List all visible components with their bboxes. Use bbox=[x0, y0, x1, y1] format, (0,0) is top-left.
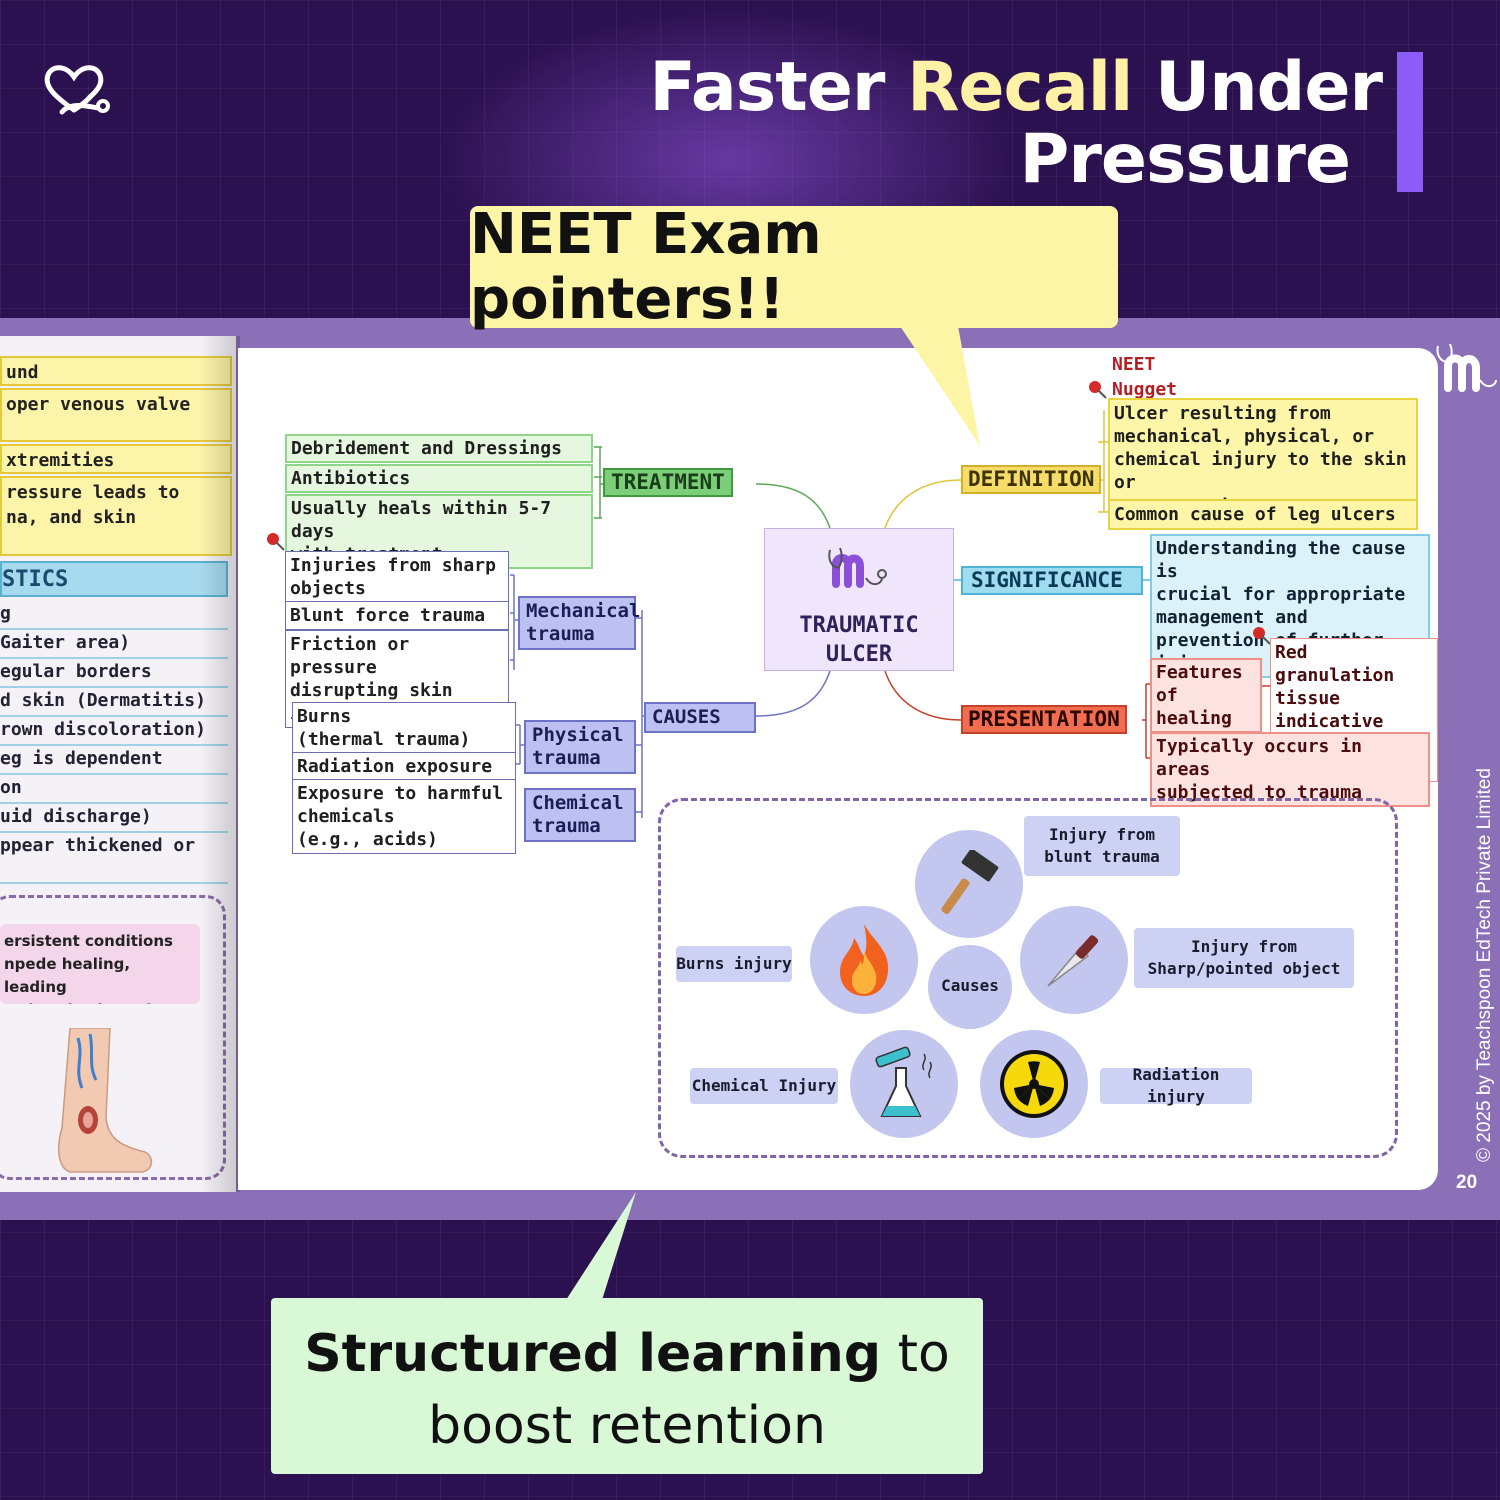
headline-part2: Under bbox=[1132, 48, 1383, 127]
hammer-icon bbox=[941, 850, 999, 915]
physical-trauma-node: Physical trauma bbox=[524, 720, 636, 774]
knife-icon bbox=[1047, 935, 1099, 987]
presentation-areas: Typically occurs in areas subjected to t… bbox=[1150, 732, 1430, 807]
left-blue-row: uid discharge) bbox=[0, 803, 228, 833]
causes-center-circle bbox=[928, 945, 1012, 1029]
fire-icon bbox=[840, 924, 889, 996]
mechanical-item: Blunt force trauma bbox=[285, 601, 509, 630]
headline-highlight: Recall bbox=[907, 48, 1133, 127]
definition-item: Common cause of leg ulcers bbox=[1108, 499, 1418, 530]
pushpin-icon bbox=[1253, 627, 1271, 645]
left-pink-note: ersistent conditions npede healing, lead… bbox=[0, 924, 200, 1004]
left-yellow-row: ressure leads to na, and skin bbox=[0, 476, 232, 556]
definition-node: DEFINITION bbox=[961, 465, 1102, 494]
left-blue-row: egular borders bbox=[0, 658, 228, 688]
copyright-notice: © 2025 by Teachspoon EdTech Private Limi… bbox=[1474, 768, 1495, 1162]
pushpin-icon bbox=[1089, 381, 1107, 399]
left-blue-header: STICS bbox=[0, 561, 228, 597]
mechanical-item: Injuries from sharp objects bbox=[285, 551, 509, 603]
structured-line1: Structured learning to bbox=[271, 1318, 983, 1390]
left-blue-row: on bbox=[0, 774, 228, 804]
sharp-object-label: Injury from Sharp/pointed object bbox=[1134, 928, 1354, 988]
radiation-injury-label: Radiation injury bbox=[1100, 1065, 1252, 1106]
flask-icon bbox=[875, 1046, 932, 1117]
structured-learning-callout: Structured learning to boost retention bbox=[271, 1298, 983, 1474]
burns-injury-label: Burns injury bbox=[676, 946, 792, 982]
pushpin-icon bbox=[267, 533, 285, 551]
structured-rest: to bbox=[881, 1324, 950, 1384]
headline-part1: Faster bbox=[649, 48, 908, 127]
presentation-features: Features of healing bbox=[1150, 658, 1262, 733]
left-blue-row: g bbox=[0, 600, 228, 630]
headline-line2: Pressure bbox=[1019, 120, 1351, 199]
left-yellow-row: und bbox=[0, 356, 232, 386]
marrow-m-logo bbox=[828, 547, 887, 588]
left-blue-row: rown discoloration) bbox=[0, 716, 228, 746]
page-spine-shadow bbox=[200, 336, 240, 1192]
mechanical-trauma-node: Mechanical trauma bbox=[518, 596, 640, 650]
radiation-icon bbox=[1000, 1050, 1068, 1118]
headline-line1: Faster Recall Under bbox=[649, 52, 1383, 124]
left-dashed-panel bbox=[0, 895, 226, 1180]
left-blue-row: ppear thickened or bbox=[0, 832, 228, 884]
treatment-node: TREATMENT bbox=[603, 468, 733, 497]
left-blue-row: d skin (Dermatitis) bbox=[0, 687, 228, 717]
left-yellow-row: xtremities bbox=[0, 444, 232, 474]
headline: Faster Recall Under Pressure bbox=[649, 52, 1383, 199]
accent-bar bbox=[1397, 52, 1423, 192]
left-yellow-row: oper venous valve bbox=[0, 388, 232, 442]
treatment-item: Debridement and Dressings bbox=[285, 434, 593, 463]
structured-line2: boost retention bbox=[428, 1396, 826, 1456]
chemical-item: Exposure to harmful chemicals (e.g., aci… bbox=[292, 779, 516, 854]
physical-item: Radiation exposure bbox=[292, 752, 516, 781]
left-blue-row: eg is dependent bbox=[0, 745, 228, 775]
causes-node: CAUSES bbox=[644, 702, 756, 733]
chemical-injury-label: Chemical Injury bbox=[690, 1068, 838, 1104]
significance-node: SIGNIFICANCE bbox=[961, 566, 1143, 595]
leg-ulcer-illustration bbox=[57, 1028, 153, 1173]
center-node-traumatic-ulcer: TRAUMATIC ULCER bbox=[764, 528, 954, 671]
neet-pointers-callout: NEET Exam pointers!! bbox=[470, 202, 1118, 332]
structured-bold: Structured learning bbox=[304, 1324, 882, 1384]
left-blue-row: Gaiter area) bbox=[0, 629, 228, 659]
marrow-m-logo bbox=[1436, 343, 1497, 392]
blunt-trauma-label: Injury from blunt trauma bbox=[1024, 816, 1180, 876]
causes-center-label: Causes bbox=[941, 976, 999, 995]
left-page: und oper venous valve xtremities ressure… bbox=[0, 336, 236, 1192]
neet-nugget-label: NEET Nugget bbox=[1112, 354, 1178, 400]
heart-stethoscope-logo bbox=[44, 65, 110, 115]
chemical-trauma-node: Chemical trauma bbox=[524, 788, 636, 842]
presentation-node: PRESENTATION bbox=[961, 705, 1127, 734]
treatment-item: Antibiotics bbox=[285, 464, 593, 493]
causes-diagram bbox=[658, 798, 1398, 1158]
physical-item: Burns (thermal trauma) bbox=[292, 702, 516, 754]
page-number: 20 bbox=[1456, 1172, 1478, 1193]
